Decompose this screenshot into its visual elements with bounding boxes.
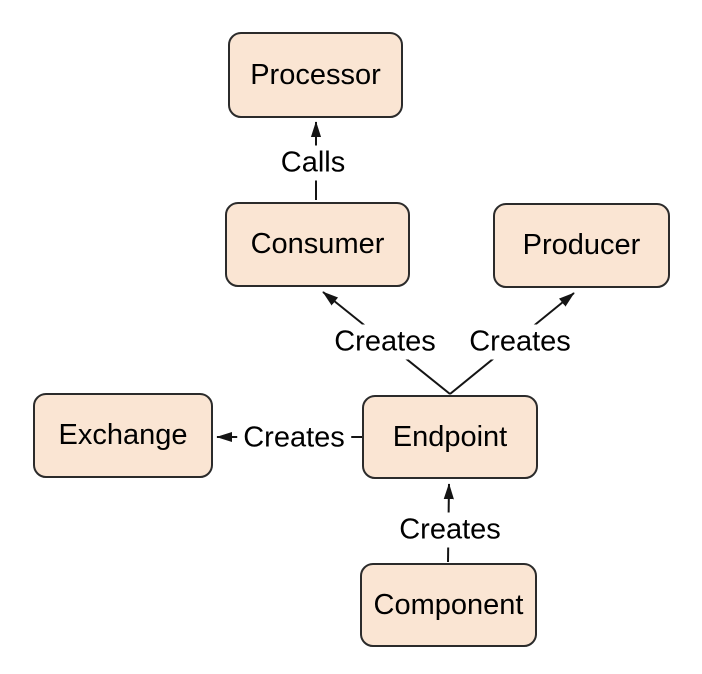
node-consumer-label: Consumer — [250, 228, 385, 260]
node-producer: Producer — [493, 203, 670, 288]
edge-label-creates-exchange: Creates — [237, 420, 351, 456]
node-endpoint: Endpoint — [362, 395, 538, 479]
node-endpoint-label: Endpoint — [392, 420, 508, 453]
node-component-label: Component — [373, 588, 524, 621]
edge-label-creates-producer: Creates — [463, 324, 577, 360]
node-exchange-label: Exchange — [58, 419, 188, 451]
node-producer-label: Producer — [522, 229, 641, 261]
node-processor-label: Processor — [250, 58, 381, 91]
node-exchange: Exchange — [33, 393, 213, 478]
node-processor: Processor — [228, 32, 403, 118]
node-consumer: Consumer — [225, 202, 410, 287]
edge-label-creates-endpoint: Creates — [393, 512, 507, 548]
edge-label-calls: Calls — [274, 145, 352, 181]
node-component: Component — [360, 563, 537, 647]
edge-label-creates-consumer: Creates — [328, 324, 442, 360]
